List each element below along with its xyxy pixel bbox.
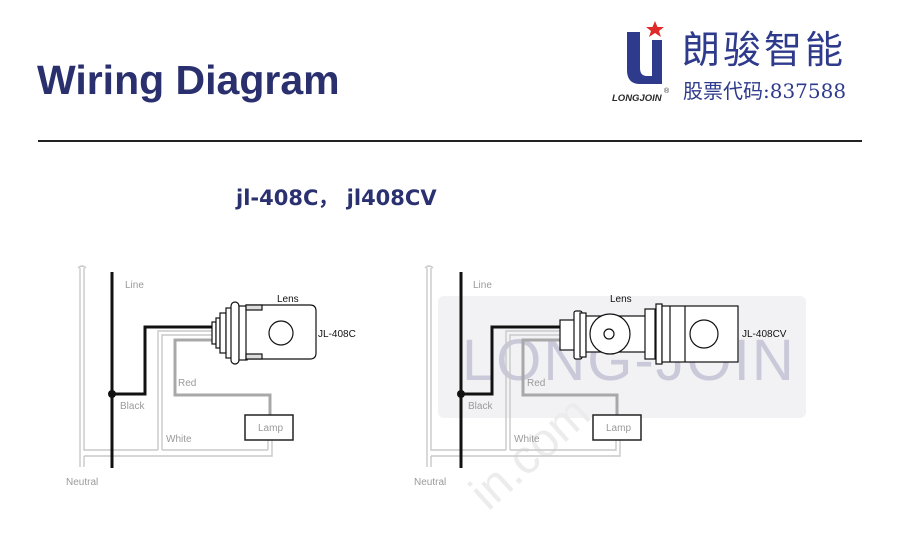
- diagram-jl-408c: Line Lens JL-408C Red Black White Lamp N…: [66, 265, 356, 488]
- black-wire: [461, 325, 560, 396]
- label-white: White: [514, 434, 540, 445]
- label-line: Line: [125, 280, 144, 291]
- logo-brand-en: LONGJOIN: [612, 93, 663, 104]
- red-wire: [521, 338, 619, 415]
- lens-icon: [689, 319, 719, 349]
- label-black: Black: [120, 401, 145, 412]
- photocell-jl-408cv: [559, 303, 739, 365]
- label-red: Red: [178, 378, 196, 389]
- neutral-wire: [77, 265, 273, 467]
- logo-u-mark-icon: [627, 32, 662, 84]
- label-neutral: Neutral: [414, 477, 446, 488]
- label-neutral: Neutral: [66, 477, 98, 488]
- photocell-jl-408c: [211, 301, 317, 365]
- model-subtitle: jl-408C， jl408CV: [235, 186, 437, 210]
- label-red: Red: [527, 378, 545, 389]
- logo-stock-code: 股票代码:837588: [683, 79, 846, 103]
- lens-icon: [268, 320, 294, 346]
- label-lens: Lens: [277, 294, 299, 305]
- label-line: Line: [473, 280, 492, 291]
- red-wire: [173, 338, 272, 415]
- label-model: JL-408C: [318, 329, 356, 340]
- label-model: JL-408CV: [742, 329, 787, 340]
- label-black: Black: [468, 401, 493, 412]
- diagram-jl408cv: LONG-JOIN in.com Line Lens JL-40: [414, 265, 806, 520]
- label-white: White: [166, 434, 192, 445]
- label-lamp: Lamp: [258, 423, 283, 434]
- lamp-box: [244, 414, 294, 441]
- neutral-wire: [424, 265, 621, 467]
- page-title: Wiring Diagram: [37, 57, 340, 103]
- label-lens: Lens: [610, 294, 632, 305]
- logo-star-icon: [646, 21, 664, 37]
- logo-brand-cn: 朗骏智能: [682, 28, 846, 72]
- label-lamp: Lamp: [606, 423, 631, 434]
- logo-registered-mark: ®: [664, 87, 670, 95]
- lamp-box: [592, 414, 642, 441]
- company-logo: LONGJOIN ® 朗骏智能 股票代码:837588: [612, 21, 846, 104]
- black-wire: [112, 325, 212, 396]
